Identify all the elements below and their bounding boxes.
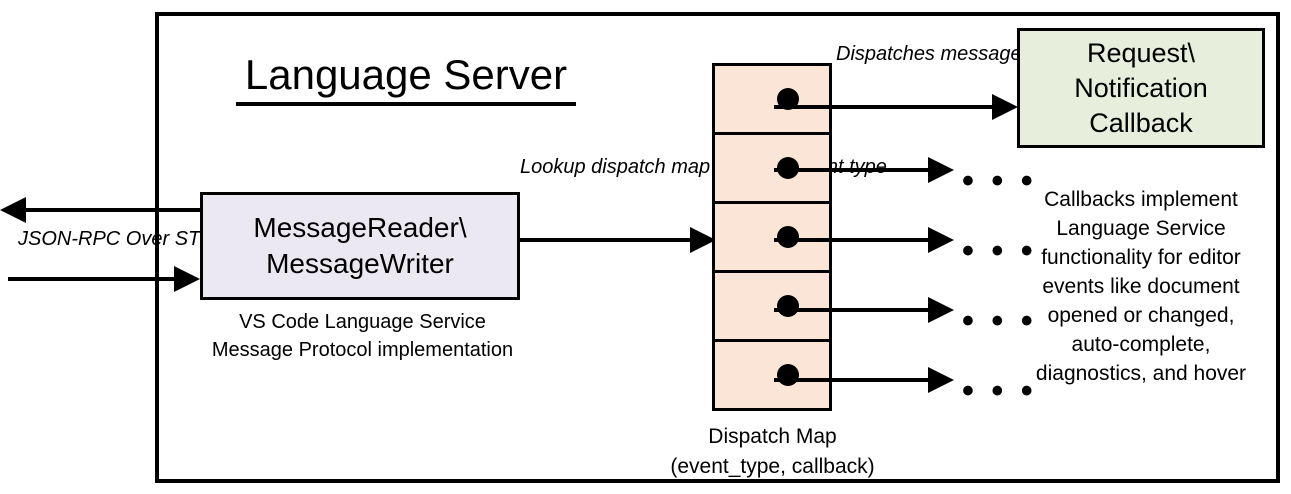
dispatch-map-table[interactable] (712, 63, 832, 411)
callback-description-line-2: Language Service (1056, 217, 1226, 240)
dispatch-arrow-5-line (774, 378, 932, 382)
callback-dot-icon (777, 88, 799, 110)
callback-node-line-1: Request\ (1086, 37, 1196, 68)
jsonrpc-out-arrowhead (0, 197, 26, 223)
message-reader-caption-line-2: Message Protocol implementation (211, 339, 514, 361)
message-reader-line-2: MessageWriter (266, 248, 454, 279)
lookup-edge-label: Lookup dispatch map entry for event type (520, 153, 887, 181)
message-reader-writer-node[interactable]: MessageReader\ MessageWriter (200, 192, 520, 300)
page-title: Language Server (236, 50, 576, 106)
dispatch-arrow-4-arrowhead (928, 297, 954, 323)
lookup-edge-line (518, 238, 694, 242)
callback-description-line-7: diagnostics, and hover (1035, 362, 1247, 385)
dispatch-arrow-5-arrowhead (928, 367, 954, 393)
callback-description-line-1: Callbacks implement (1044, 188, 1238, 211)
request-notification-callback-node[interactable]: Request\ Notification Callback (1017, 28, 1265, 148)
dispatch-map-caption-line-2: (event_type, callback) (670, 455, 875, 478)
dispatch-arrow-3-line (774, 238, 932, 242)
lookup-label-line-1: Lookup dispatch (520, 156, 666, 178)
dispatch-edge-label: Dispatches message (836, 40, 1022, 68)
callback-description-line-5: opened or changed, (1047, 304, 1235, 327)
dispatch-arrow-1-line (774, 105, 1004, 109)
dispatch-map-row[interactable] (715, 66, 829, 135)
dispatch-label-line-2: message (940, 43, 1022, 65)
dispatch-map-row[interactable] (715, 342, 829, 408)
callback-dot-icon (777, 226, 799, 248)
message-reader-caption-line-1: VS Code Language Service (239, 311, 486, 333)
callback-description: Callbacks implement Language Service fun… (1005, 185, 1277, 388)
jsonrpc-in-arrowhead (174, 266, 200, 292)
lookup-edge-arrowhead (690, 227, 716, 253)
dispatch-arrow-3-arrowhead (928, 227, 954, 253)
dispatch-map-caption: Dispatch Map (event_type, callback) (635, 422, 910, 482)
callback-dot-icon (777, 364, 799, 386)
dispatch-arrow-4-line (774, 308, 932, 312)
jsonrpc-out-line (26, 208, 204, 212)
message-reader-line-1: MessageReader\ (253, 212, 467, 243)
dispatch-arrow-1-arrowhead (992, 94, 1018, 120)
callback-description-line-3: functionality for editor (1041, 246, 1241, 269)
callback-description-line-4: events like document (1042, 275, 1240, 298)
callback-node-line-3: Callback (1089, 107, 1193, 138)
dispatch-arrow-2-line (774, 168, 932, 172)
callback-dot-icon (777, 295, 799, 317)
callback-description-line-6: auto-complete, (1071, 333, 1211, 356)
callback-node-line-2: Notification (1074, 72, 1208, 103)
language-server-boundary (155, 12, 1280, 483)
jsonrpc-edge-label: JSON-RPC Over STDIO (18, 225, 236, 253)
message-reader-caption: VS Code Language Service Message Protoco… (190, 308, 535, 364)
dispatch-arrow-2-arrowhead (928, 157, 954, 183)
dispatch-map-row[interactable] (715, 204, 829, 273)
dispatch-map-caption-line-1: Dispatch Map (708, 425, 837, 448)
jsonrpc-label-line-1: JSON-RPC (18, 228, 121, 250)
dispatch-label-line-1: Dispatches (836, 43, 935, 65)
jsonrpc-in-line (8, 277, 176, 281)
